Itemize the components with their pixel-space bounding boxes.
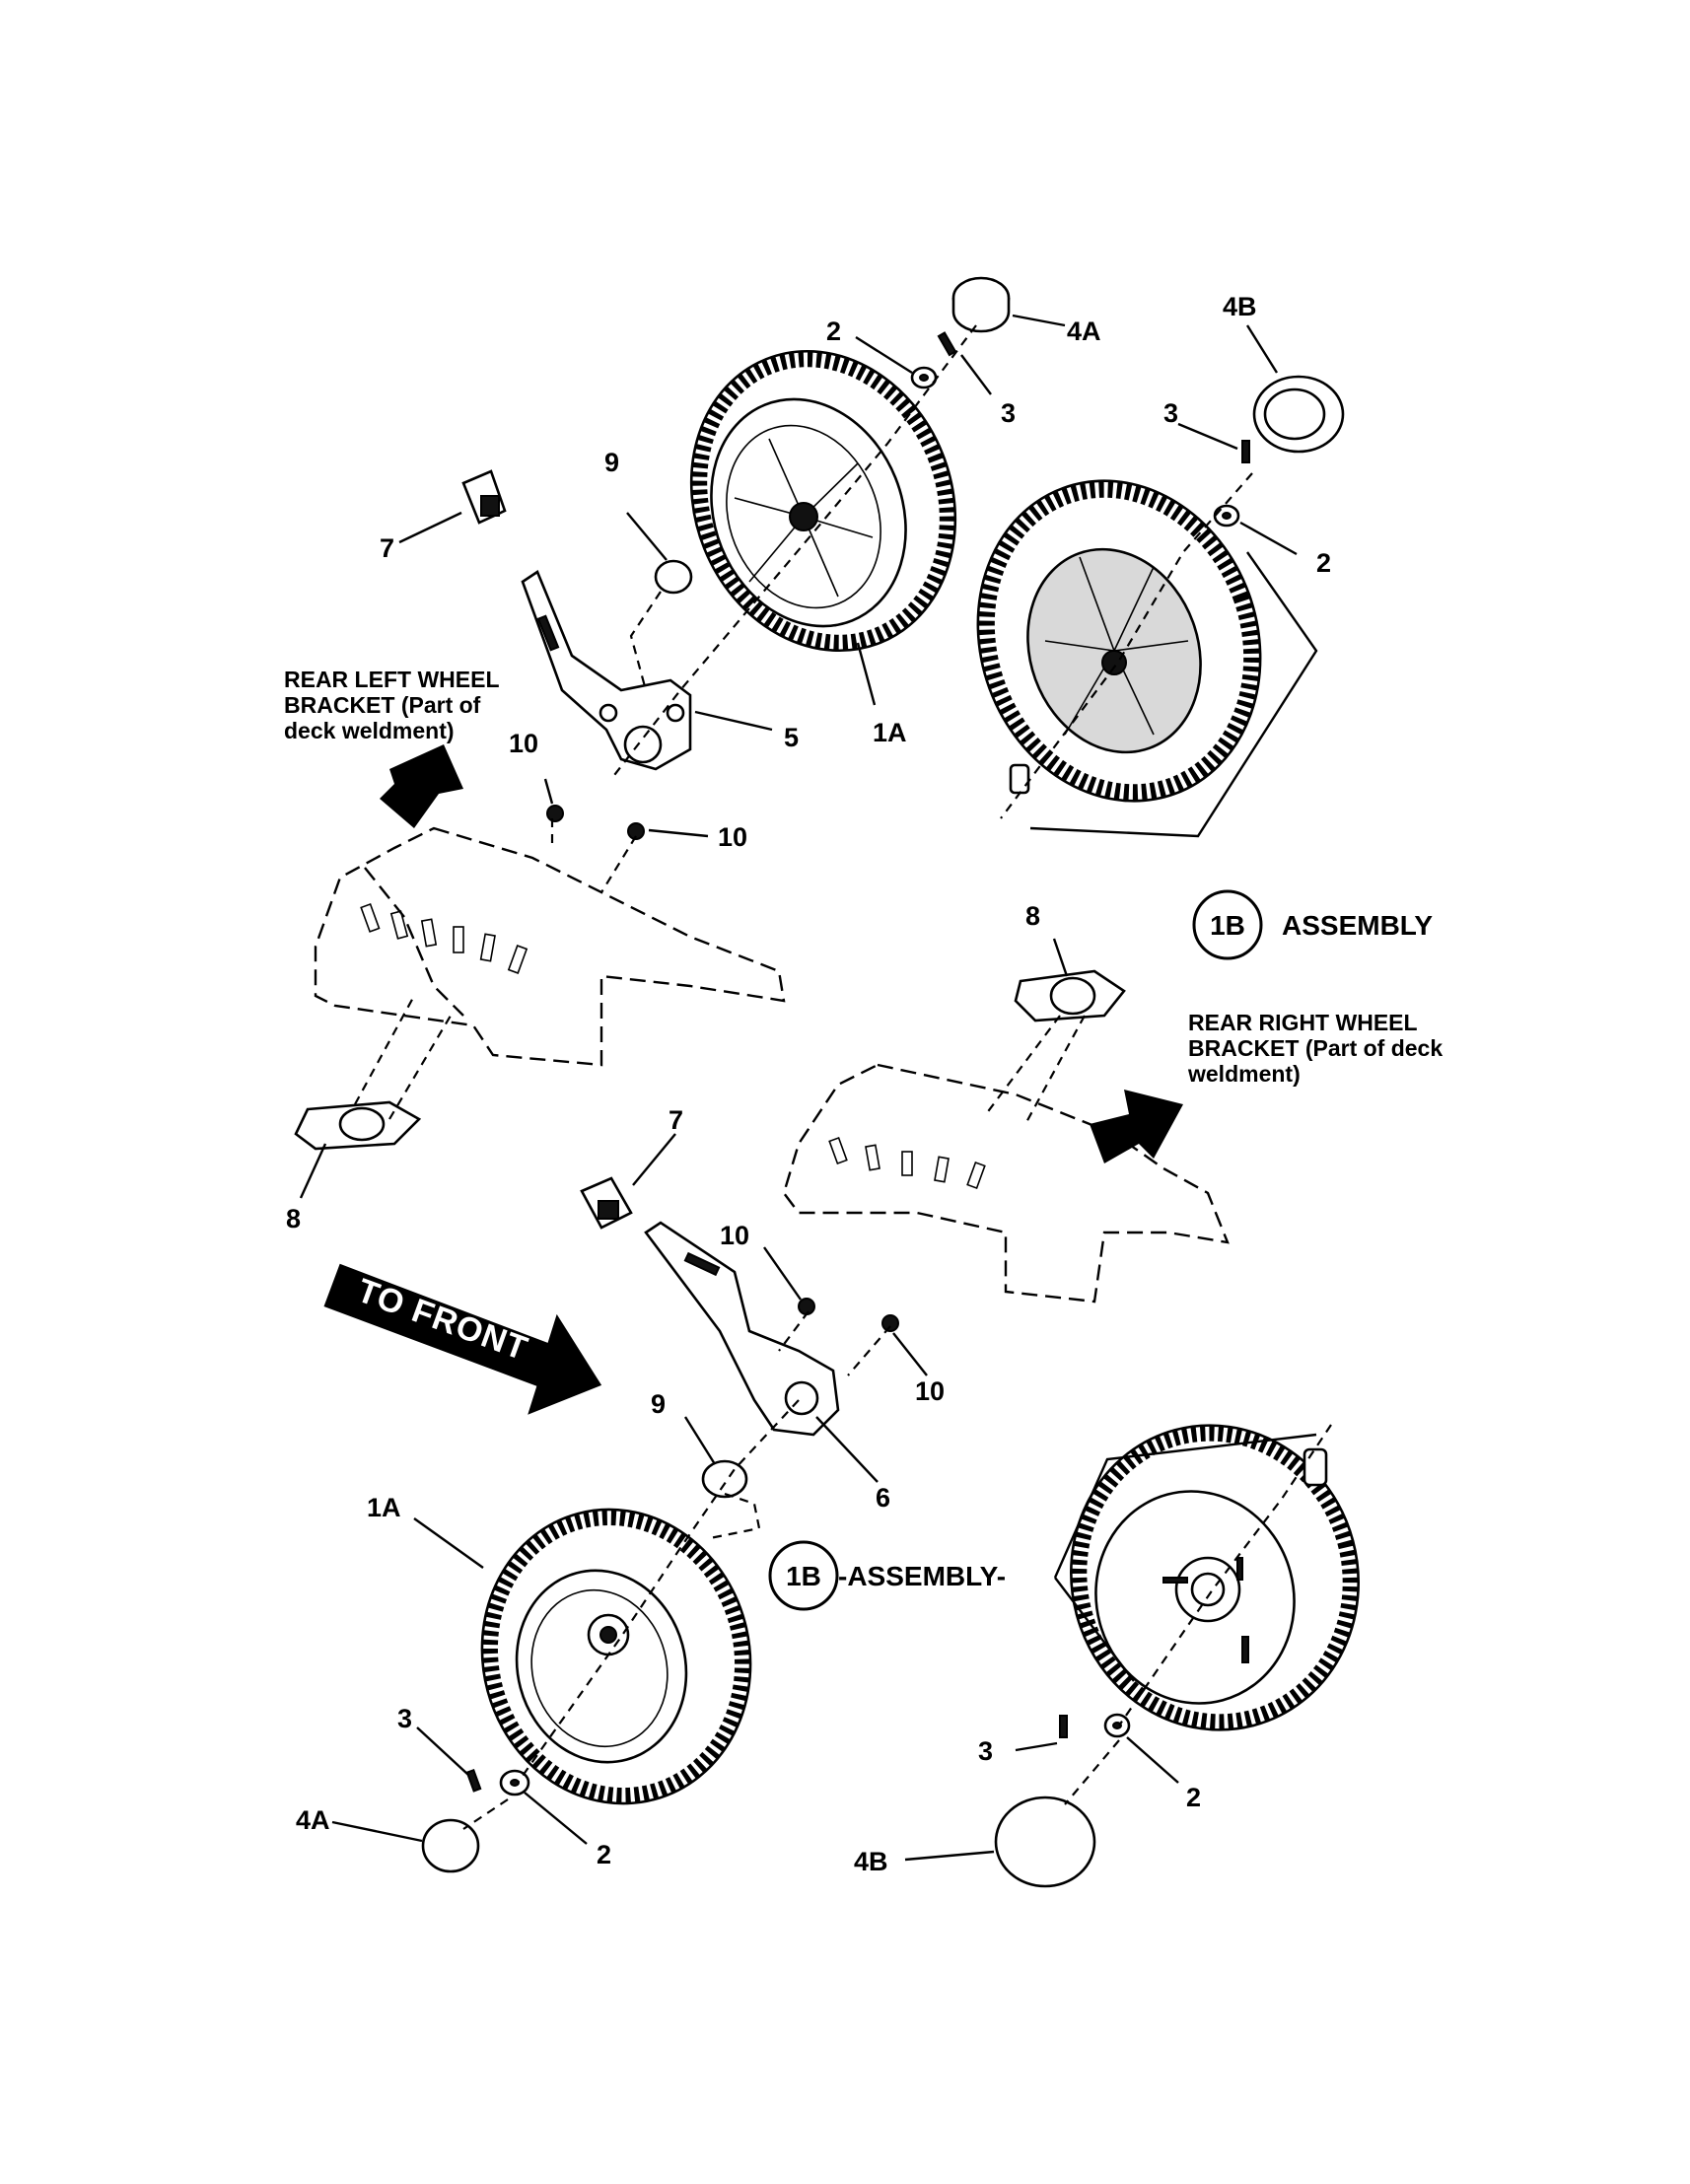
label-10-b: 10 [718,822,747,852]
label-8-top: 8 [1025,901,1040,931]
label-4a-bl: 4A [296,1805,330,1835]
bushing-9-top [654,559,693,595]
label-2-bl: 2 [597,1840,611,1869]
note-rear-right-line-3: weldment) [1187,1061,1301,1087]
assembly-text-top: ASSEMBLY [1282,910,1433,941]
label-7-top: 7 [380,533,394,563]
bolt-10-c [798,1298,815,1315]
assembly-text-bottom: -ASSEMBLY- [838,1561,1006,1591]
pin-3-bl [465,1768,482,1793]
rear-left-bracket-weldment [314,826,786,1067]
label-4b-br: 4B [854,1847,888,1876]
note-rear-left-line-2: BRACKET (Part of [284,692,481,718]
hub-cap-4a-bl [421,1818,480,1873]
clip-7-mid [580,1176,633,1230]
hub-cap-4b-br [994,1796,1096,1888]
assembly-bottom-bracket-line-2 [1054,1577,1135,1682]
note-rear-left-line-3: deck weldment) [284,718,455,743]
rear-left-pointer-arrow [380,744,463,828]
washer-2-top [910,366,938,389]
bracket-5 [521,570,692,771]
label-4a-top: 4A [1067,317,1101,346]
label-10-c: 10 [720,1221,749,1250]
label-9-mid: 9 [651,1389,666,1419]
label-7-mid: 7 [669,1105,683,1135]
label-10-d: 10 [915,1376,945,1406]
note-rear-right-line-1: REAR RIGHT WHEEL [1188,1010,1418,1035]
note-rear-left: REAR LEFT WHEEL BRACKET (Part of deck we… [284,667,500,743]
washer-2-br [1103,1713,1131,1738]
rear-right-bracket-weldment [782,1063,1230,1303]
label-2-right: 2 [1316,548,1331,578]
wheel-1b-top [976,479,1262,803]
bushing-9-mid [701,1459,748,1499]
wheel-1b-bottom [1070,1424,1360,1731]
label-3-right: 3 [1163,398,1178,428]
label-8-left: 8 [286,1204,301,1233]
label-3-br: 3 [978,1736,993,1766]
label-6: 6 [876,1483,890,1513]
flange-bushing-8-left [294,995,455,1151]
washer-2-right [1213,504,1240,528]
assembly-circle-label-top: 1B [1210,910,1245,941]
flange-bushing-8-top [985,969,1126,1125]
hub-cap-4a-top [951,276,1011,333]
bolt-10-d [881,1314,899,1332]
to-front-arrow [323,1263,602,1415]
rear-left-wheel-1a [689,349,957,653]
assembly-callout-bottom: 1B -ASSEMBLY- [768,1540,1006,1611]
label-10-a: 10 [509,729,538,758]
label-5: 5 [784,723,799,752]
assembly-callout-top: 1B ASSEMBLY [1192,889,1433,960]
label-1a-top: 1A [873,718,907,747]
hub-cap-4b-top [1252,375,1345,454]
note-rear-right: REAR RIGHT WHEEL BRACKET (Part of deck w… [1187,1010,1443,1087]
label-2-br: 2 [1186,1783,1201,1812]
bolt-10-a [546,805,564,822]
pin-3-top [937,331,957,357]
note-rear-left-line-1: REAR LEFT WHEEL [284,667,500,692]
bolt-10-b [627,822,645,840]
rear-right-pointer-arrow [1090,1090,1183,1163]
wheel-1a-bottom [480,1508,752,1805]
label-4b-top: 4B [1223,292,1257,321]
label-3-top: 3 [1001,398,1016,428]
bracket-6 [644,1221,840,1437]
pin-3-br [1059,1715,1068,1738]
label-1a-bottom: 1A [367,1493,401,1522]
note-rear-right-line-2: BRACKET (Part of deck [1188,1035,1443,1061]
assembly-top-bracket-line [1029,551,1318,838]
label-2-top: 2 [826,317,841,346]
pin-3-right [1241,440,1250,463]
label-9-top: 9 [604,448,619,477]
assembly-bottom-bracket-line [1053,1433,1317,1579]
label-3-bl: 3 [397,1704,412,1733]
assembly-center-lines [462,324,1332,1830]
clip-7-top [461,469,507,525]
leader-lines [299,314,1298,1862]
assembly-circle-label-bottom: 1B [786,1561,821,1591]
